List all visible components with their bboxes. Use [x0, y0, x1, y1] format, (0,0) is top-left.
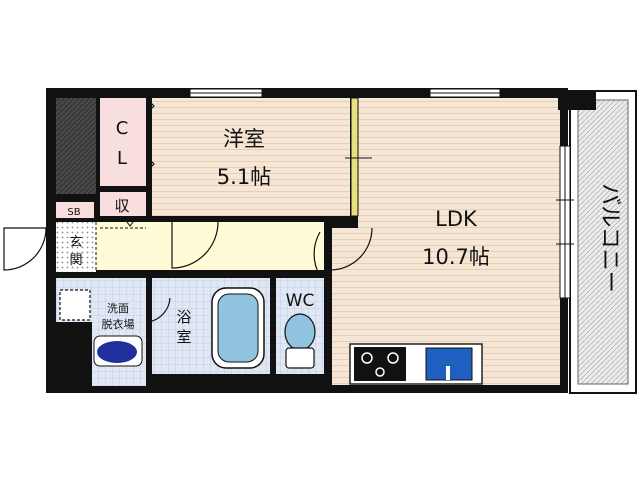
balcony — [569, 90, 637, 394]
entrance-label-2: 関 — [69, 253, 82, 268]
storage-label: 収 — [114, 197, 129, 215]
bathtub-icon — [211, 287, 265, 369]
entrance-floor — [56, 222, 96, 272]
balcony-label: バルコニー — [597, 183, 622, 293]
wc-label: WC — [286, 291, 315, 311]
pillar-top — [56, 98, 96, 194]
storage-area — [100, 192, 146, 216]
kitchen-sink-icon — [425, 347, 473, 381]
closet-label-2: L — [117, 148, 127, 169]
shoebox-area — [56, 202, 94, 218]
interior-walls — [52, 90, 596, 388]
closet-label-1: C — [116, 118, 129, 139]
ldk-room — [358, 98, 560, 385]
ldk-room-size: 10.7帖 — [422, 245, 490, 269]
closet-area — [100, 98, 146, 186]
washer-icon — [93, 335, 143, 367]
bath-label-2: 室 — [176, 328, 191, 346]
washroom-label-2: 脱衣場 — [102, 317, 135, 331]
entrance-label-1: 玄 — [69, 235, 82, 250]
sliding-partition — [350, 97, 359, 217]
toilet-icon — [284, 313, 316, 369]
shoebox-label: SB — [67, 207, 80, 218]
washer-pan-icon — [59, 289, 91, 321]
pillar-bottom — [52, 322, 92, 386]
western-room-name: 洋室 — [223, 127, 265, 151]
bath-label-1: 浴 — [176, 308, 191, 326]
ldk-room-name: LDK — [435, 207, 478, 231]
washroom-label-1: 洗面 — [107, 302, 129, 315]
western-room-size: 5.1帖 — [217, 165, 271, 189]
western-room — [152, 98, 350, 216]
stove-icon — [354, 347, 406, 381]
